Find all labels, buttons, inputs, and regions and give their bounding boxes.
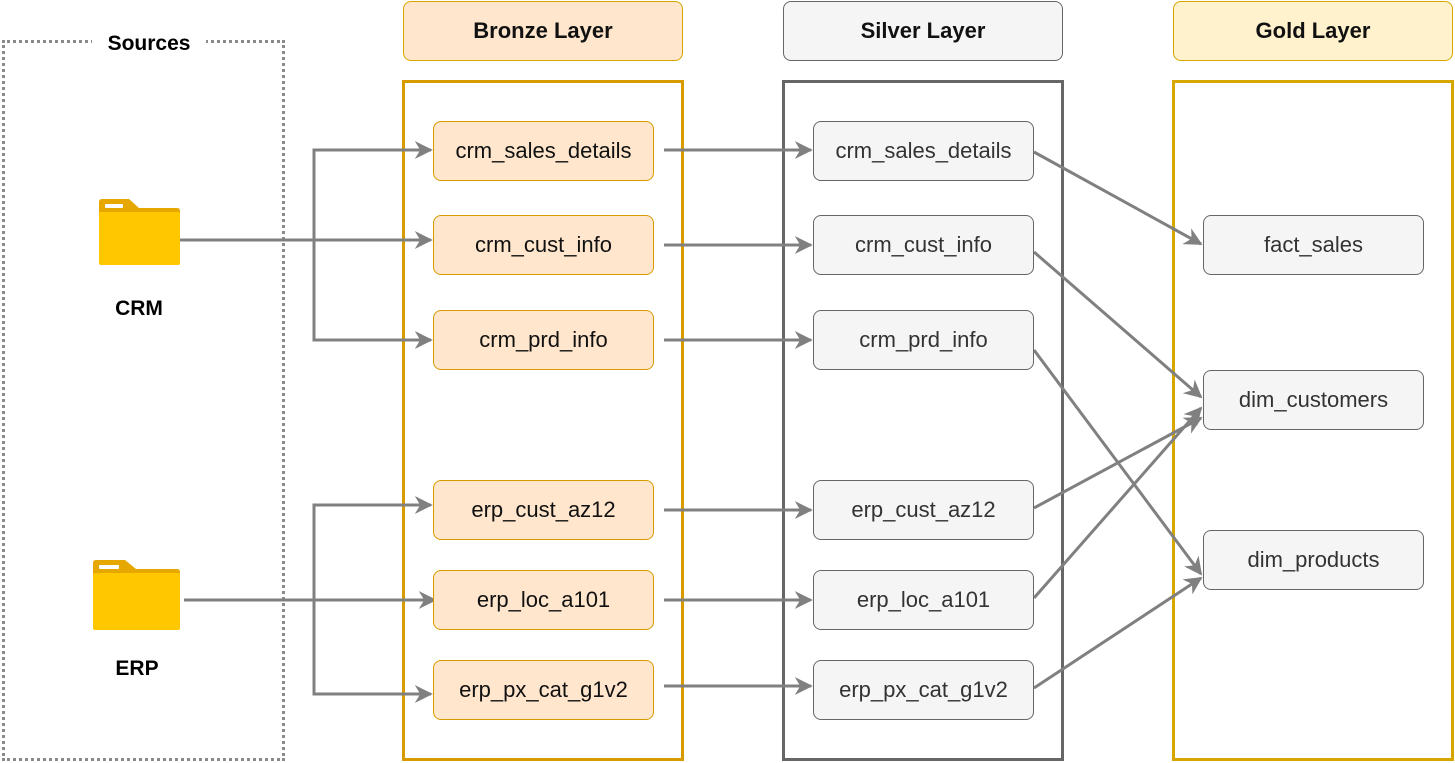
silver-table-crm-sales-details[interactable]: crm_sales_details <box>813 121 1034 181</box>
arrow-silver-px-cat-to-dim-products <box>1033 576 1203 690</box>
bronze-layer-container <box>402 80 684 761</box>
silver-table-crm-prd-info[interactable]: crm_prd_info <box>813 310 1034 370</box>
source-label-crm: CRM <box>115 297 163 320</box>
gold-table-dim-customers[interactable]: dim_customers <box>1203 370 1424 430</box>
silver-table-erp-px-cat-g1v2[interactable]: erp_px_cat_g1v2 <box>813 660 1034 720</box>
gold-layer-header: Gold Layer <box>1173 1 1453 61</box>
folder-icon <box>93 560 180 630</box>
folder-icon <box>99 199 180 265</box>
gold-table-fact-sales[interactable]: fact_sales <box>1203 215 1424 275</box>
bronze-table-erp-loc-a101[interactable]: erp_loc_a101 <box>433 570 654 630</box>
silver-table-crm-cust-info[interactable]: crm_cust_info <box>813 215 1034 275</box>
arrow-silver-cust-az-to-dim-customers <box>1033 416 1203 510</box>
silver-table-erp-cust-az12[interactable]: erp_cust_az12 <box>813 480 1034 540</box>
arrow-silver-loc-to-dim-customers <box>1032 406 1203 599</box>
source-label-erp: ERP <box>115 657 159 680</box>
bronze-table-crm-cust-info[interactable]: crm_cust_info <box>433 215 654 275</box>
bronze-table-erp-cust-az12[interactable]: erp_cust_az12 <box>433 480 654 540</box>
bronze-table-crm-sales-details[interactable]: crm_sales_details <box>433 121 654 181</box>
gold-table-dim-products[interactable]: dim_products <box>1203 530 1424 590</box>
arrow-erp-to-bronze-px-cat <box>312 600 433 703</box>
arrow-silver-sales-to-fact-sales <box>1033 150 1203 246</box>
silver-layer-header: Silver Layer <box>783 1 1063 61</box>
silver-table-erp-loc-a101[interactable]: erp_loc_a101 <box>813 570 1034 630</box>
arrow-crm-to-bronze-prd-info <box>312 240 433 349</box>
bronze-table-erp-px-cat-g1v2[interactable]: erp_px_cat_g1v2 <box>433 660 654 720</box>
silver-layer-container <box>782 80 1064 761</box>
gold-layer-container <box>1172 80 1454 761</box>
arrow-crm-to-bronze-sales-details <box>312 141 433 340</box>
sources-title: Sources <box>92 29 206 59</box>
bronze-layer-header: Bronze Layer <box>403 1 683 61</box>
arrow-silver-cust-to-dim-customers <box>1033 250 1203 399</box>
bronze-table-crm-prd-info[interactable]: crm_prd_info <box>433 310 654 370</box>
